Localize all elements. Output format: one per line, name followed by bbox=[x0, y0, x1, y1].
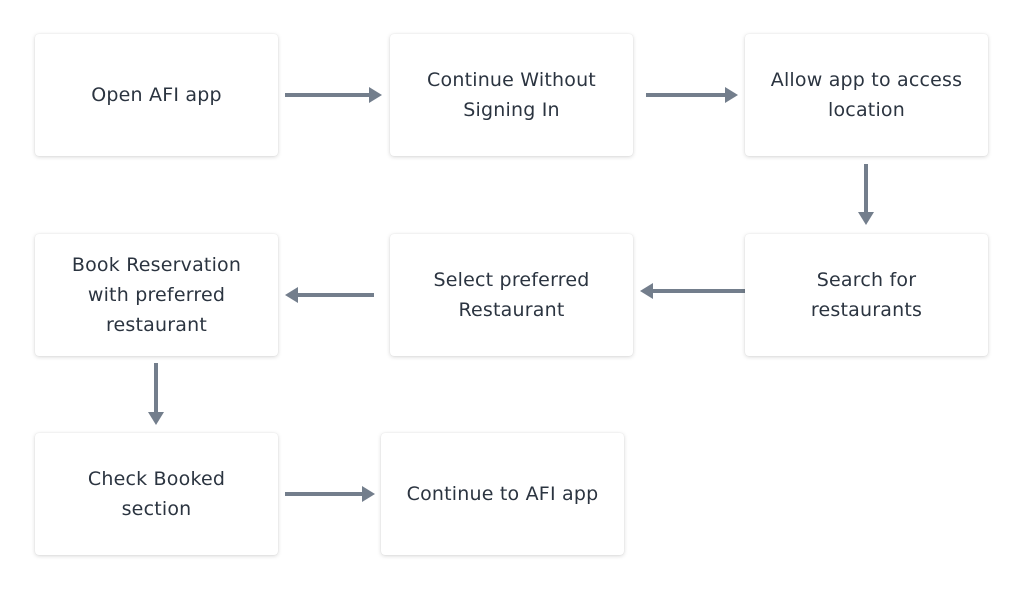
arrow-check-to-continue-app bbox=[285, 486, 375, 502]
node-open-afi-app: Open AFI app bbox=[35, 34, 278, 156]
arrow-open-to-continue bbox=[285, 87, 382, 103]
node-select-restaurant: Select preferred Restaurant bbox=[390, 234, 633, 356]
node-search-restaurants: Search for restaurants bbox=[745, 234, 988, 356]
node-continue-to-afi-app: Continue to AFI app bbox=[381, 433, 624, 555]
arrow-continue-to-allow-location bbox=[646, 87, 738, 103]
arrow-select-to-book bbox=[285, 287, 374, 303]
arrow-book-to-check bbox=[148, 363, 164, 425]
node-book-reservation: Book Reservation with preferred restaura… bbox=[35, 234, 278, 356]
node-allow-location: Allow app to access location bbox=[745, 34, 988, 156]
node-check-booked: Check Booked section bbox=[35, 433, 278, 555]
arrow-search-to-select bbox=[640, 283, 745, 299]
arrow-allow-location-to-search bbox=[858, 164, 874, 225]
node-continue-without-signing-in: Continue Without Signing In bbox=[390, 34, 633, 156]
